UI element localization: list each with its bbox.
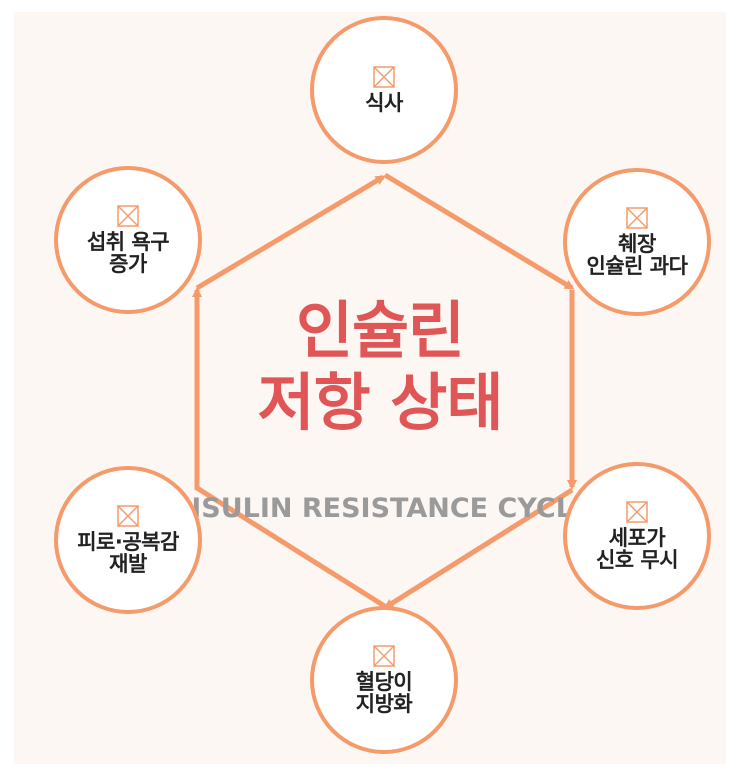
arrow-fat-to-fatigue — [195, 485, 388, 610]
node-meal: 식사 — [310, 16, 458, 164]
node-blood-sugar-to-fat: 혈당이 지방화 — [310, 606, 458, 754]
node-label: 식사 — [365, 91, 403, 115]
broken-image-icon — [117, 205, 139, 227]
broken-image-icon — [373, 66, 395, 88]
broken-image-icon — [626, 207, 648, 229]
node-craving-increase: 섭취 욕구 증가 — [54, 166, 202, 314]
arrow-craving-to-meal — [195, 174, 386, 291]
node-label: 세포가 신호 무시 — [595, 526, 679, 572]
node-cells-ignore-signal: 세포가 신호 무시 — [563, 462, 711, 610]
arrow-meal-to-pancreas — [383, 172, 575, 291]
node-label: 섭취 욕구 증가 — [86, 230, 170, 276]
node-label: 혈당이 지방화 — [355, 670, 413, 716]
node-pancreas-insulin: 췌장 인슐린 과다 — [563, 168, 711, 316]
broken-image-icon — [626, 501, 648, 523]
center-title: 인슐린 저항 상태 — [257, 294, 504, 439]
broken-image-icon — [373, 645, 395, 667]
node-fatigue-hunger: 피로·공복감 재발 — [54, 466, 202, 614]
arrow-cells-to-fat — [383, 487, 574, 610]
center-subtitle: INSULIN RESISTANCE CYCLE — [168, 493, 592, 524]
node-label: 췌장 인슐린 과다 — [586, 232, 688, 278]
node-label: 피로·공복감 재발 — [77, 530, 179, 576]
broken-image-icon — [117, 505, 139, 527]
